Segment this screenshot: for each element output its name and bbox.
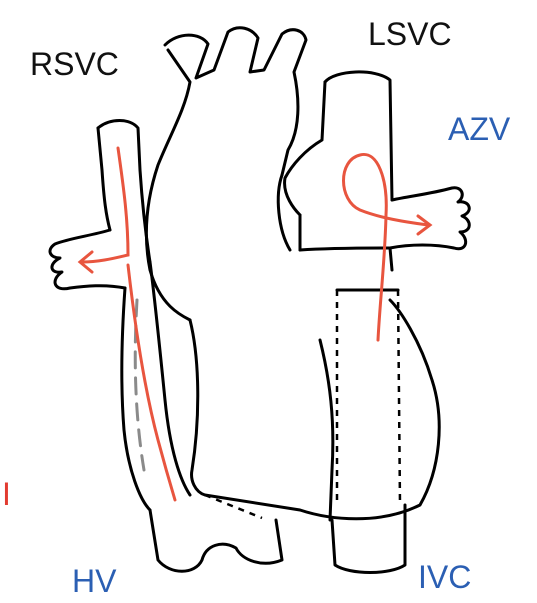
hv-vessel	[150, 510, 282, 571]
rsvc-label: RSVC	[30, 46, 119, 82]
left-mark-label: I	[2, 476, 11, 512]
heart-right-edge	[320, 340, 333, 520]
hv-label: HV	[72, 563, 117, 599]
azv-branch	[390, 188, 469, 249]
lsvc-dashed-course-right	[398, 290, 400, 505]
ivc-label: IVC	[418, 559, 471, 595]
azv-label: AZV	[448, 111, 511, 147]
lsvc-lower	[300, 248, 392, 270]
heart-body	[190, 300, 439, 519]
right-atrial-inner	[150, 262, 190, 495]
lsvc-vessel	[325, 72, 392, 200]
lsvc-label: LSVC	[368, 16, 452, 52]
rsvc-inner-wall	[98, 128, 110, 230]
lsvc-left-wall	[285, 82, 325, 215]
